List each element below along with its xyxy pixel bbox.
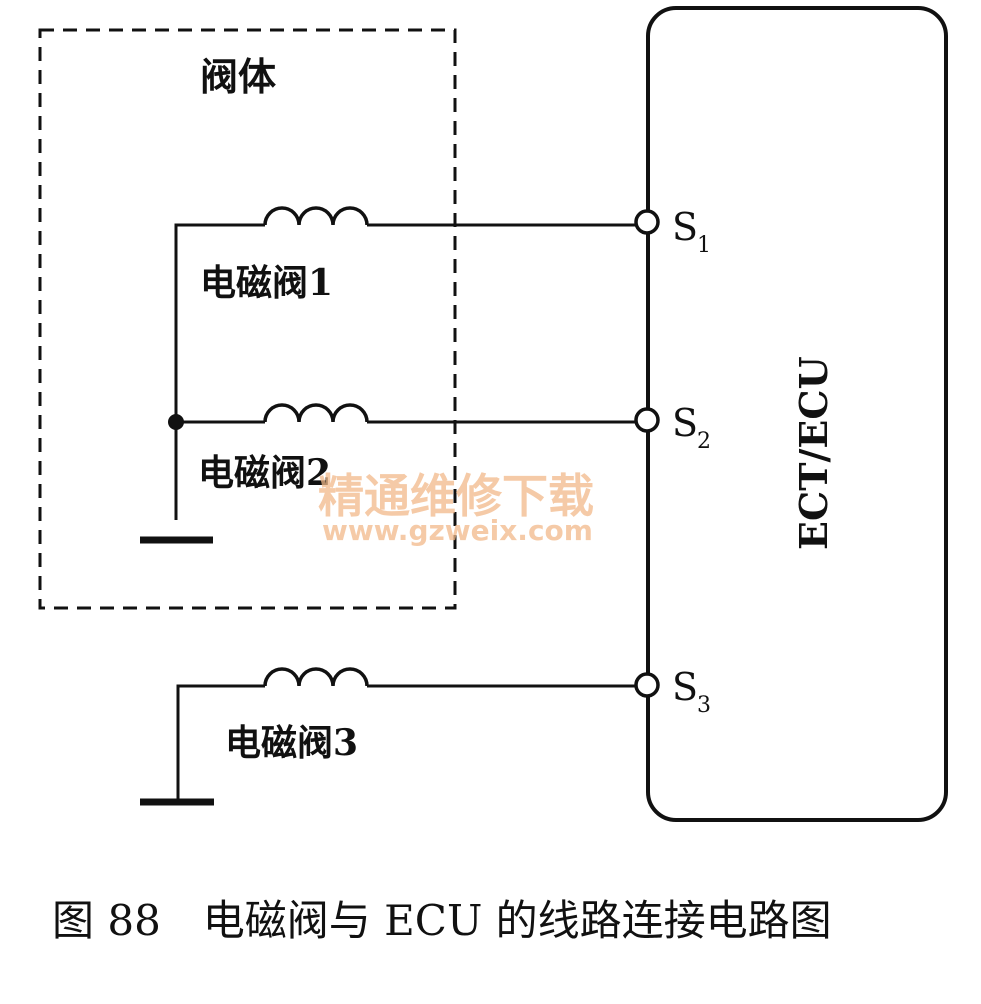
solenoid-valve-2 (168, 403, 636, 430)
valve-3-label: 电磁阀3 (225, 722, 358, 764)
junction-dot (168, 414, 184, 430)
valve-body-label: 阀体 (200, 54, 276, 99)
valve-body-boundary (38, 28, 457, 610)
watermark-title: 精通维修下载 (318, 469, 594, 523)
coil-3-icon (263, 667, 369, 687)
terminal-s2-letter: S (672, 401, 698, 445)
terminal-s3-icon (634, 672, 660, 698)
terminal-s2-sub: 2 (697, 429, 711, 454)
terminal-s3-sub: 3 (697, 693, 711, 718)
solenoid-valve-3 (176, 667, 636, 800)
ecu-label: ECT/ECU (791, 356, 836, 550)
terminal-s3-letter: S (672, 665, 698, 709)
valve-1-label: 电磁阀1 (200, 262, 333, 304)
terminal-s2-icon (634, 407, 660, 433)
terminal-s1-icon (634, 209, 660, 235)
figure-caption: 图 88 电磁阀与 ECU 的线路连接电路图 (52, 896, 832, 945)
valve-2-label: 电磁阀2 (198, 452, 331, 494)
watermark-url: www.gzweix.com (322, 514, 593, 547)
coil-1-icon (263, 206, 369, 226)
coil-2-icon (263, 403, 369, 423)
terminal-s1-sub: 1 (697, 233, 711, 258)
terminal-s1-letter: S (672, 205, 698, 249)
